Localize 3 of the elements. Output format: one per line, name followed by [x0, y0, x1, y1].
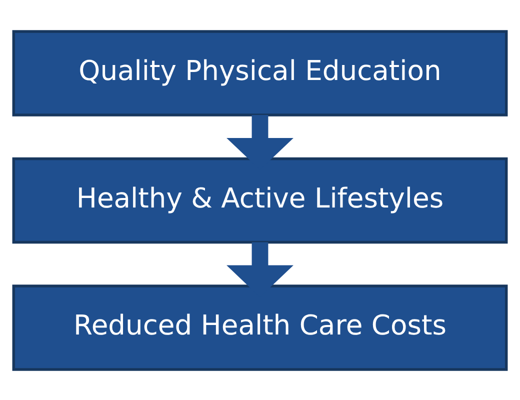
- node-box: Reduced Health Care Costs: [12, 284, 508, 370]
- node-box: Healthy & Active Lifestyles: [12, 156, 508, 244]
- node-box: Quality Physical Education: [12, 30, 508, 116]
